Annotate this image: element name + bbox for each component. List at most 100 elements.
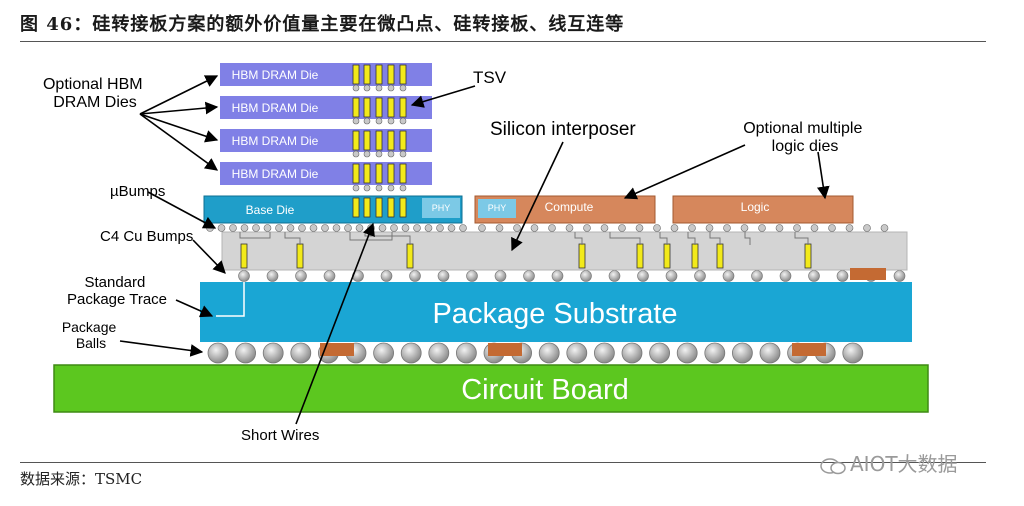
- micro-bump: [495, 224, 504, 232]
- package-ball: [621, 342, 643, 364]
- arrow: [816, 151, 830, 200]
- hbm-tsv: [399, 97, 407, 118]
- c4-bump: [238, 270, 250, 282]
- hbm-tsv: [387, 197, 395, 218]
- hbm-tsv: [352, 64, 360, 85]
- micro-bump: [530, 224, 539, 232]
- c4-bump: [779, 270, 792, 282]
- arrow: [410, 85, 476, 108]
- c4-bump: [580, 270, 592, 282]
- micro-bump: [600, 224, 609, 232]
- interposer-tsv: [406, 243, 414, 269]
- standard-package-trace: [216, 282, 245, 317]
- substrate-pad: [488, 343, 522, 356]
- hbm-tsv: [375, 97, 383, 118]
- hbm-tsv: [375, 197, 383, 218]
- micro-bump: [635, 224, 644, 232]
- package-ball: [704, 342, 726, 364]
- interposer-wiring: [239, 232, 809, 245]
- micro-bump: [863, 224, 871, 232]
- hbm-dram-die-label: HBM DRAM Die: [232, 167, 319, 181]
- micro-bump: [275, 224, 283, 232]
- micro-bump: [240, 224, 249, 232]
- micro-bump: [670, 224, 679, 232]
- micro-bump: [565, 224, 574, 232]
- micro-bump: [845, 224, 854, 232]
- micro-bump: [478, 224, 486, 232]
- hbm-dram-die-label: HBM DRAM Die: [232, 134, 319, 148]
- hbm-micro-bump: [387, 150, 395, 158]
- arrow: [623, 144, 746, 200]
- c4-bump: [608, 270, 621, 282]
- silicon-interposer: [221, 231, 908, 271]
- micro-bump: [263, 224, 272, 232]
- hbm-tsv: [399, 197, 407, 218]
- hbm-tsv: [352, 197, 360, 218]
- figure-source: 数据来源：TSMC: [20, 470, 143, 488]
- hbm-micro-bump: [387, 184, 395, 192]
- hbm-tsv: [352, 130, 360, 151]
- package-ball: [290, 342, 312, 364]
- hbm-dram-die-label: HBM DRAM Die: [232, 101, 319, 115]
- micro-bump: [653, 224, 661, 232]
- circuit-board: [53, 364, 929, 413]
- hbm-micro-bump: [363, 150, 371, 158]
- c4-bump: [637, 270, 649, 282]
- hbm-micro-bump: [363, 117, 371, 125]
- micro-bump: [793, 224, 801, 232]
- base-die-phy: [422, 198, 460, 218]
- micro-bump: [286, 224, 295, 232]
- c4-bump: [808, 270, 820, 282]
- micro-bump: [459, 224, 467, 232]
- micro-bump: [401, 224, 410, 232]
- callout-silicon-interposer: Silicon interposer: [490, 119, 636, 140]
- base-die: [203, 195, 463, 224]
- watermark-text: AIOT大数据: [850, 452, 958, 476]
- hbm-micro-bump: [399, 150, 407, 158]
- c4-bump: [523, 270, 535, 282]
- c4-bump: [722, 270, 735, 282]
- micro-bump: [309, 224, 318, 232]
- c4-bump: [409, 270, 421, 282]
- micro-bump: [217, 224, 226, 232]
- hbm-tsvs: [352, 64, 407, 218]
- micro-bump: [390, 224, 398, 232]
- interposer-tsv: [691, 243, 699, 269]
- callout-optional-logic: Optional multiple logic dies: [743, 120, 867, 155]
- arrow: [147, 191, 217, 229]
- micro-bump: [688, 224, 696, 232]
- hbm-tsv: [399, 64, 407, 85]
- base-die-label: Base Die: [246, 203, 295, 217]
- callout-short-wires: Short Wires: [241, 427, 319, 444]
- c4-bump: [323, 270, 336, 282]
- hbm-tsv: [387, 97, 395, 118]
- watermark: AIOT大数据: [820, 448, 958, 477]
- package-ball: [262, 342, 284, 364]
- arrow: [139, 113, 219, 143]
- c4-bump: [466, 270, 478, 282]
- micro-bump: [513, 224, 521, 232]
- micro-bump: [775, 224, 784, 232]
- logic-die: [672, 195, 854, 224]
- interposer-tsv: [663, 243, 671, 269]
- package-balls: [207, 342, 864, 364]
- hbm-dram-die-label: HBM DRAM Die: [232, 68, 319, 82]
- c4-bump: [494, 270, 507, 282]
- interposer-tsv: [296, 243, 304, 269]
- c4-bump: [694, 270, 706, 282]
- micro-bump: [378, 224, 387, 232]
- callout-standard-trace: Standard Package Trace: [67, 274, 167, 308]
- c4-bump: [751, 270, 763, 282]
- callout-c4-bumps: C4 Cu Bumps: [100, 228, 193, 245]
- micro-bump: [321, 224, 329, 232]
- hbm-micro-bump: [375, 84, 383, 92]
- micro-bump: [447, 224, 456, 232]
- micro-bump: [758, 224, 766, 232]
- hbm-micro-bump: [375, 117, 383, 125]
- arrow: [295, 222, 375, 425]
- callout-tsv: TSV: [473, 68, 507, 87]
- c4-bump: [836, 270, 849, 282]
- package-ball: [400, 342, 422, 364]
- hbm-tsv: [375, 64, 383, 85]
- c4-cu-bumps: [238, 270, 906, 282]
